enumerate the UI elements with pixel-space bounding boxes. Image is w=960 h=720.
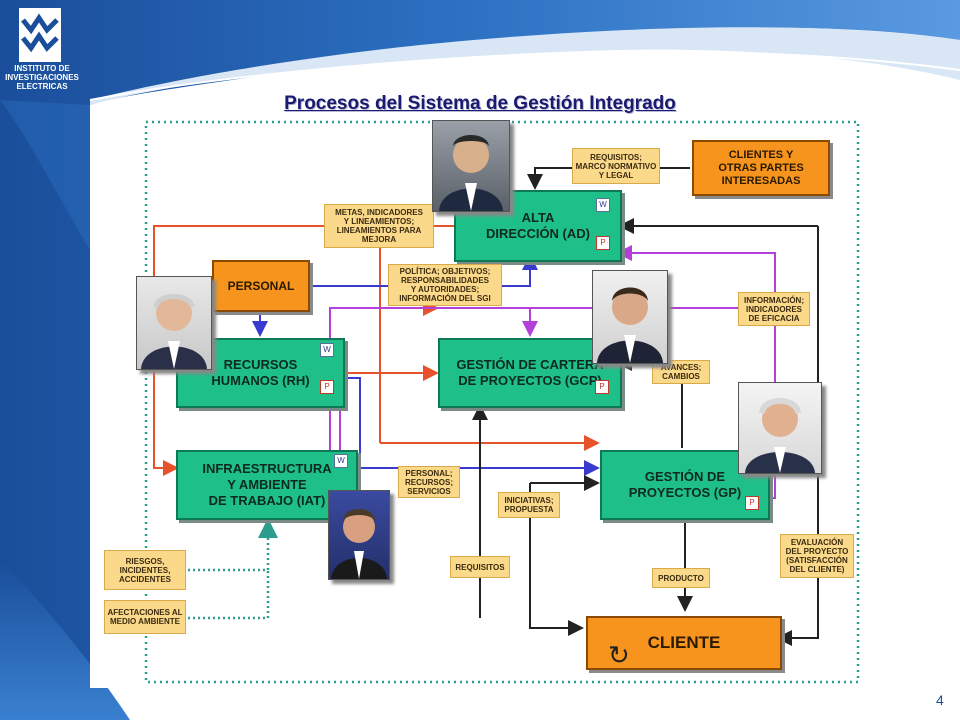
note-producto: PRODUCTO — [652, 568, 710, 588]
slide-title: Procesos del Sistema de Gestión Integrad… — [284, 93, 676, 114]
logo-line: ELECTRICAS — [16, 82, 68, 91]
note-politica: POLÍTICA; OBJETIVOS; RESPONSABILIDADES Y… — [388, 264, 502, 306]
word-doc-icon: W — [596, 198, 610, 212]
logo-line: INSTITUTO DE — [14, 64, 70, 73]
actor-cliente: CLIENTE — [586, 616, 782, 670]
note-requisitos: REQUISITOS — [450, 556, 510, 578]
logo-mark-icon — [19, 8, 61, 62]
cycle-arrows-icon: ↻ — [608, 640, 630, 670]
portrait-photo — [432, 120, 510, 212]
portrait-photo — [592, 270, 668, 364]
person-icon — [141, 294, 207, 369]
powerpoint-doc-icon: P — [320, 380, 334, 394]
actor-personal: PERSONAL — [212, 260, 310, 312]
actor-label: CLIENTES Y OTRAS PARTES INTERESADAS — [718, 148, 804, 187]
note-requisitos-marco: REQUISITOS; MARCO NORMATIVO Y LEGAL — [572, 148, 660, 184]
process-gestion-cartera: GESTIÓN DE CARTERA DE PROYECTOS (GCP) — [438, 338, 622, 408]
portrait-photo — [738, 382, 822, 474]
actor-label: CLIENTE — [647, 633, 721, 652]
note-evaluacion: EVALUACIÓN DEL PROYECTO (SATISFACCIÓN DE… — [780, 534, 854, 578]
word-doc-icon: W — [320, 343, 334, 357]
actor-label: PERSONAL — [227, 279, 295, 293]
note-personal-recursos: PERSONAL; RECURSOS; SERVICIOS — [398, 466, 460, 498]
person-icon — [745, 398, 815, 473]
person-icon — [439, 135, 503, 211]
note-riesgos: RIESGOS, INCIDENTES, ACCIDENTES — [104, 550, 186, 590]
powerpoint-doc-icon: P — [595, 380, 609, 394]
actor-clientes-partes: CLIENTES Y OTRAS PARTES INTERESADAS — [692, 140, 830, 196]
person-icon — [597, 287, 663, 363]
note-iniciativas: INICIATIVAS; PROPUESTA — [498, 492, 560, 518]
process-diagram: ALTA DIRECCIÓN (AD) W P RECURSOS HUMANOS… — [90, 118, 865, 688]
note-afectaciones: AFECTACIONES AL MEDIO AMBIENTE — [104, 600, 186, 634]
logo-text: INSTITUTO DE INVESTIGACIONES ELECTRICAS — [2, 64, 82, 91]
powerpoint-doc-icon: P — [745, 496, 759, 510]
person-icon — [331, 509, 387, 579]
process-infraestructura: INFRAESTRUCTURA Y AMBIENTE DE TRABAJO (I… — [176, 450, 358, 520]
process-label: GESTIÓN DE CARTERA DE PROYECTOS (GCP) — [456, 357, 604, 388]
powerpoint-doc-icon: P — [596, 236, 610, 250]
process-label: RECURSOS HUMANOS (RH) — [211, 357, 310, 388]
page-number: 4 — [936, 692, 944, 708]
portrait-photo — [328, 490, 390, 580]
note-avances: AVANCES; CAMBIOS — [652, 360, 710, 384]
portrait-photo — [136, 276, 212, 370]
process-label: GESTIÓN DE PROYECTOS (GP) — [628, 469, 742, 500]
logo-line: INVESTIGACIONES — [5, 73, 79, 82]
word-doc-icon: W — [334, 454, 348, 468]
note-informacion: INFORMACIÓN; INDICADORES DE EFICACIA — [738, 292, 810, 326]
company-logo: INSTITUTO DE INVESTIGACIONES ELECTRICAS — [0, 0, 96, 100]
process-label: ALTA DIRECCIÓN (AD) — [486, 210, 590, 241]
note-metas: METAS, INDICADORES Y LINEAMIENTOS; LINEA… — [324, 204, 434, 248]
process-label: INFRAESTRUCTURA Y AMBIENTE DE TRABAJO (I… — [202, 461, 332, 508]
